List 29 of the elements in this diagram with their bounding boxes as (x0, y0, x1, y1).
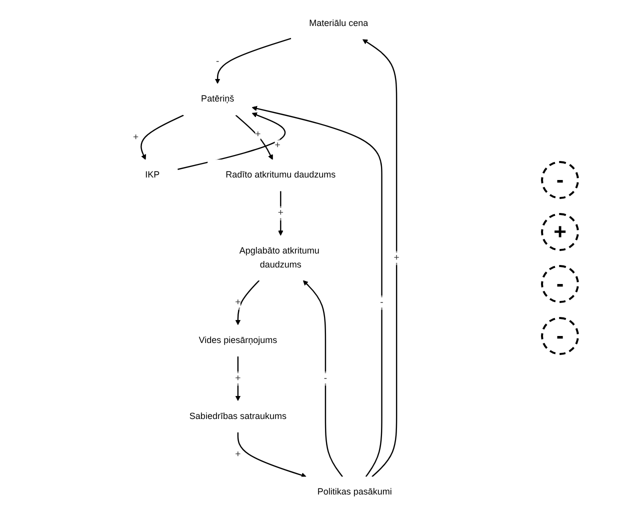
loop-polarity-sign: + (541, 213, 579, 251)
edge-label: + (235, 297, 241, 308)
arrow (237, 432, 306, 478)
node-text: Vides piesārņojums (198, 335, 278, 346)
edge-label: + (235, 449, 241, 460)
edge-label: + (394, 252, 400, 263)
edge-label: - (324, 373, 328, 384)
edge-label: - (380, 297, 384, 308)
loop-polarity-sign: - (541, 265, 579, 303)
node-text: Radīto atkritumu daudzums (226, 170, 336, 180)
arrow (177, 112, 286, 170)
arrow (140, 114, 184, 160)
edge-label: - (216, 56, 220, 66)
edge-label: + (274, 140, 280, 151)
edge-label: + (255, 129, 261, 140)
edge-label: + (133, 132, 139, 142)
loop-polarity-sign: - (541, 317, 579, 355)
edge-label: + (235, 373, 241, 384)
edge-label: + (278, 208, 284, 218)
node-text: IKP (145, 170, 160, 180)
node-text: Patēriņš (201, 94, 234, 104)
arrow (302, 280, 343, 478)
loop-polarity-sign: - (541, 161, 579, 199)
node-text: Apglabāto atkritumu daudzums (239, 246, 320, 270)
arrow (235, 114, 273, 160)
arrow (362, 39, 398, 478)
node-text: Materiālu cena (309, 18, 368, 28)
node-text: Politikas pasākumi (317, 486, 392, 498)
node-text: Sabiedrības satraukums (189, 411, 286, 422)
